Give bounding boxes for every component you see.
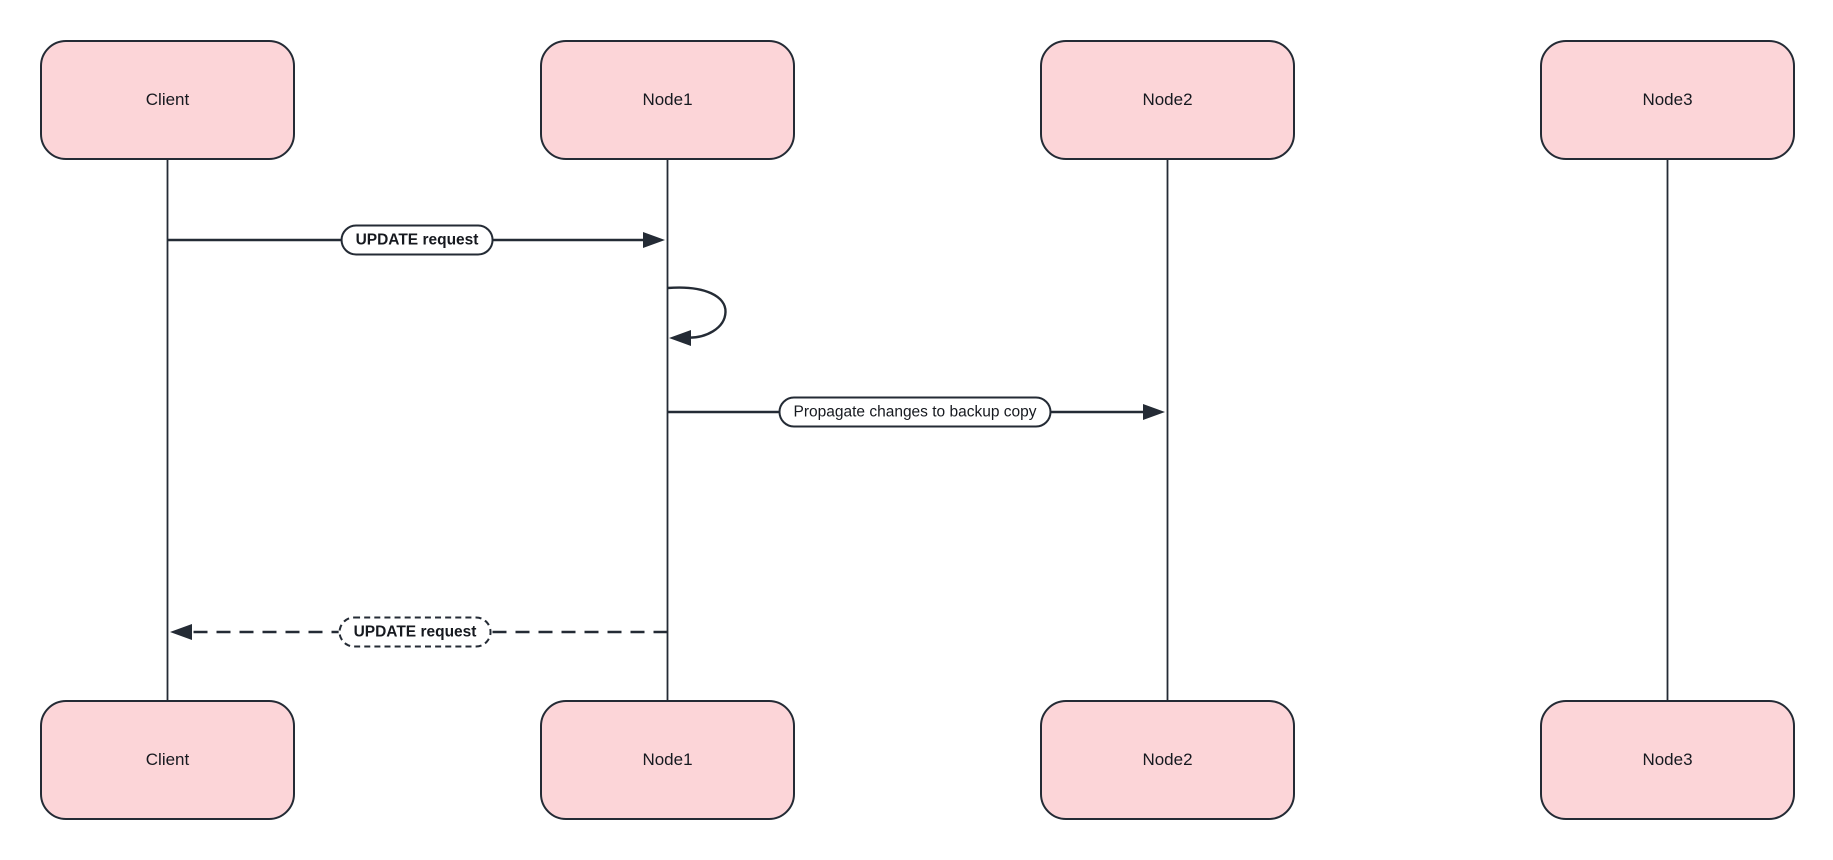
actor-label: Node1 [642, 750, 693, 769]
actor-box-node3-top: Node3 [1540, 40, 1795, 160]
actor-label: Node2 [1142, 750, 1193, 769]
actor-label: Node2 [1142, 90, 1193, 109]
arrowhead-left-icon [669, 330, 691, 346]
actor-box-client-bottom: Client [40, 700, 295, 820]
arrowhead-right-icon [1143, 404, 1165, 420]
message-label-update-request: UPDATE request [340, 224, 494, 256]
actor-box-node2-bottom: Node2 [1040, 700, 1295, 820]
actor-box-node3-bottom: Node3 [1540, 700, 1795, 820]
message-label-propagate-changes: Propagate changes to backup copy [778, 396, 1052, 428]
actor-label: Client [145, 750, 190, 769]
actor-box-node1-bottom: Node1 [540, 700, 795, 820]
actor-box-client-top: Client [40, 40, 295, 160]
actor-label: Node3 [1642, 750, 1693, 769]
message-label-update-response: UPDATE request [338, 616, 492, 648]
arrowhead-right-icon [643, 232, 665, 248]
actor-box-node1-top: Node1 [540, 40, 795, 160]
arrowhead-left-icon [170, 624, 192, 640]
actor-label: Client [145, 90, 190, 109]
actor-box-node2-top: Node2 [1040, 40, 1295, 160]
actor-label: Node1 [642, 90, 693, 109]
self-loop-curve [667, 286, 727, 339]
actor-label: Node3 [1642, 90, 1693, 109]
